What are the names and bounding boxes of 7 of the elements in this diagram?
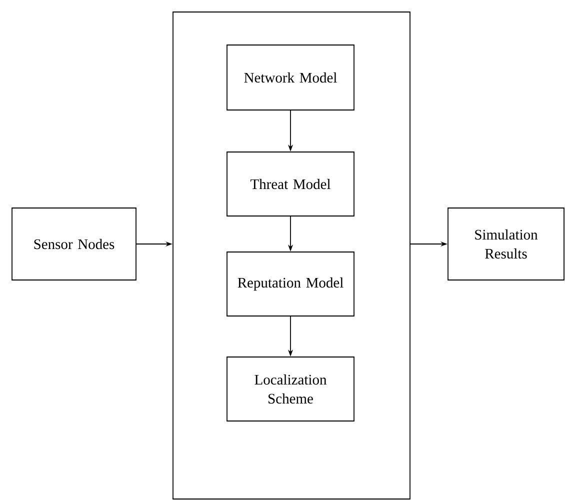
container-box [172, 12, 410, 500]
input-box: Sensor Nodes [12, 208, 136, 280]
output-box: Simulation Results [448, 208, 564, 280]
process-box: Threat Model [226, 152, 354, 216]
process-box: Network Model [226, 44, 354, 110]
process-box: Reputation Model [226, 252, 354, 316]
process-box: Localization Scheme [226, 356, 354, 422]
